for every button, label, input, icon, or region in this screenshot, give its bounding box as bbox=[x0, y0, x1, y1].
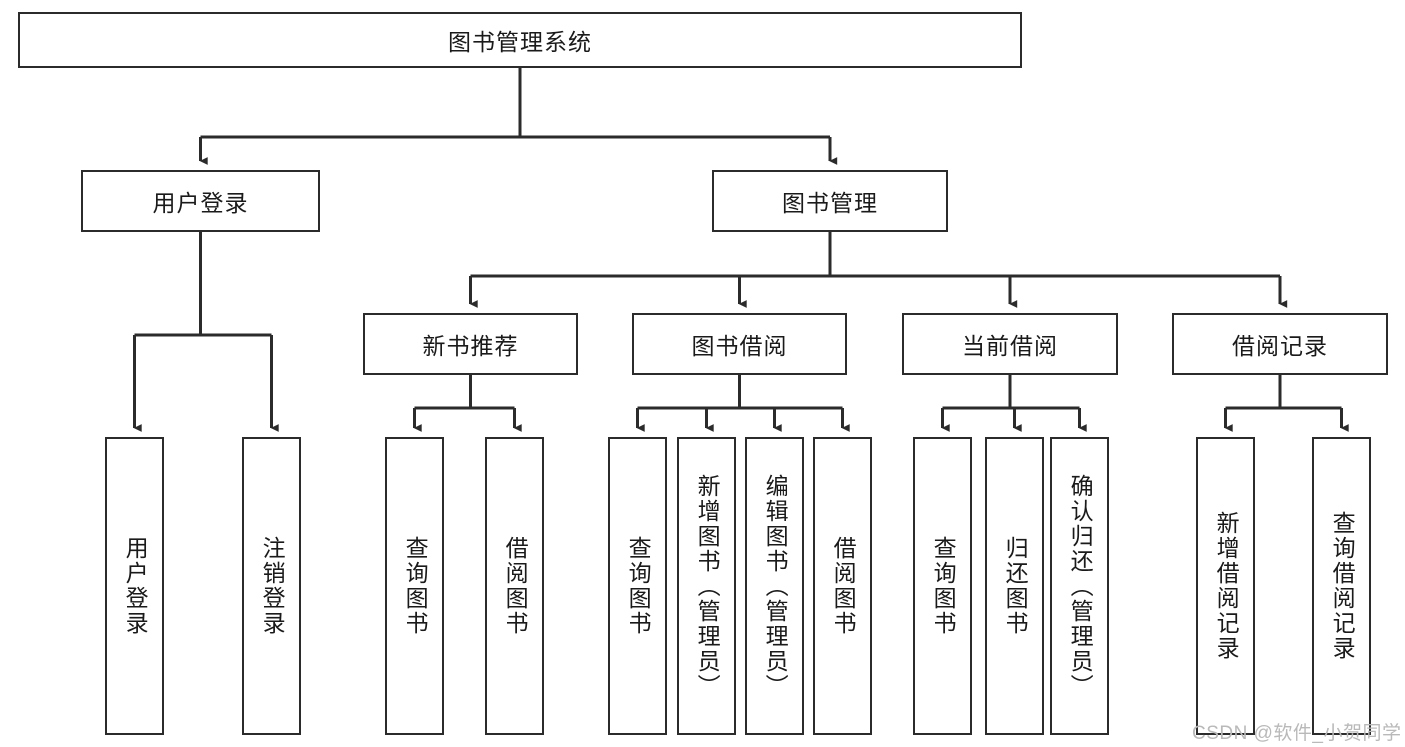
leaf-node[interactable]: 编辑图书（管理员） bbox=[745, 437, 804, 735]
level3-node[interactable]: 图书借阅 bbox=[632, 313, 847, 375]
leaf-node[interactable]: 注销登录 bbox=[242, 437, 301, 735]
node-label: 图书借阅 bbox=[691, 333, 788, 359]
level3-node[interactable]: 当前借阅 bbox=[902, 313, 1118, 375]
node-label: 新书推荐 bbox=[422, 333, 519, 359]
leaf-node[interactable]: 新增图书（管理员） bbox=[677, 437, 736, 735]
leaf-node[interactable]: 确认归还（管理员） bbox=[1050, 437, 1109, 735]
leaf-node[interactable]: 新增借阅记录 bbox=[1196, 437, 1255, 735]
leaf-node[interactable]: 查询图书 bbox=[608, 437, 667, 735]
node-label: 注销登录 bbox=[259, 536, 286, 636]
node-label: 用户登录 bbox=[122, 536, 149, 636]
leaf-node[interactable]: 查询图书 bbox=[385, 437, 444, 735]
node-label: 借阅图书 bbox=[830, 536, 857, 636]
root-node[interactable]: 图书管理系统 bbox=[18, 12, 1022, 68]
level3-node[interactable]: 新书推荐 bbox=[363, 313, 578, 375]
node-label: 编辑图书（管理员） bbox=[762, 473, 789, 699]
node-label: 查询图书 bbox=[402, 536, 429, 636]
node-label: 借阅记录 bbox=[1232, 333, 1328, 359]
node-label: 查询图书 bbox=[625, 536, 652, 636]
leaf-node[interactable]: 归还图书 bbox=[985, 437, 1044, 735]
leaf-node[interactable]: 借阅图书 bbox=[485, 437, 544, 735]
node-label: 确认归还（管理员） bbox=[1067, 473, 1094, 699]
node-label: 归还图书 bbox=[1002, 536, 1029, 636]
node-label: 新增借阅记录 bbox=[1213, 511, 1240, 661]
leaf-node[interactable]: 查询图书 bbox=[913, 437, 972, 735]
node-label: 图书管理 bbox=[782, 190, 878, 216]
node-label: 借阅图书 bbox=[502, 536, 529, 636]
level2-node[interactable]: 图书管理 bbox=[712, 170, 948, 232]
leaf-node[interactable]: 用户登录 bbox=[105, 437, 164, 735]
node-label: 查询借阅记录 bbox=[1329, 511, 1356, 661]
level3-node[interactable]: 借阅记录 bbox=[1172, 313, 1388, 375]
node-label: 图书管理系统 bbox=[448, 29, 592, 55]
node-label: 查询图书 bbox=[930, 536, 957, 636]
leaf-node[interactable]: 借阅图书 bbox=[813, 437, 872, 735]
node-label: 新增图书（管理员） bbox=[694, 473, 721, 699]
leaf-node[interactable]: 查询借阅记录 bbox=[1312, 437, 1371, 735]
node-label: 用户登录 bbox=[152, 190, 249, 216]
level2-node[interactable]: 用户登录 bbox=[81, 170, 320, 232]
node-label: 当前借阅 bbox=[962, 333, 1058, 359]
